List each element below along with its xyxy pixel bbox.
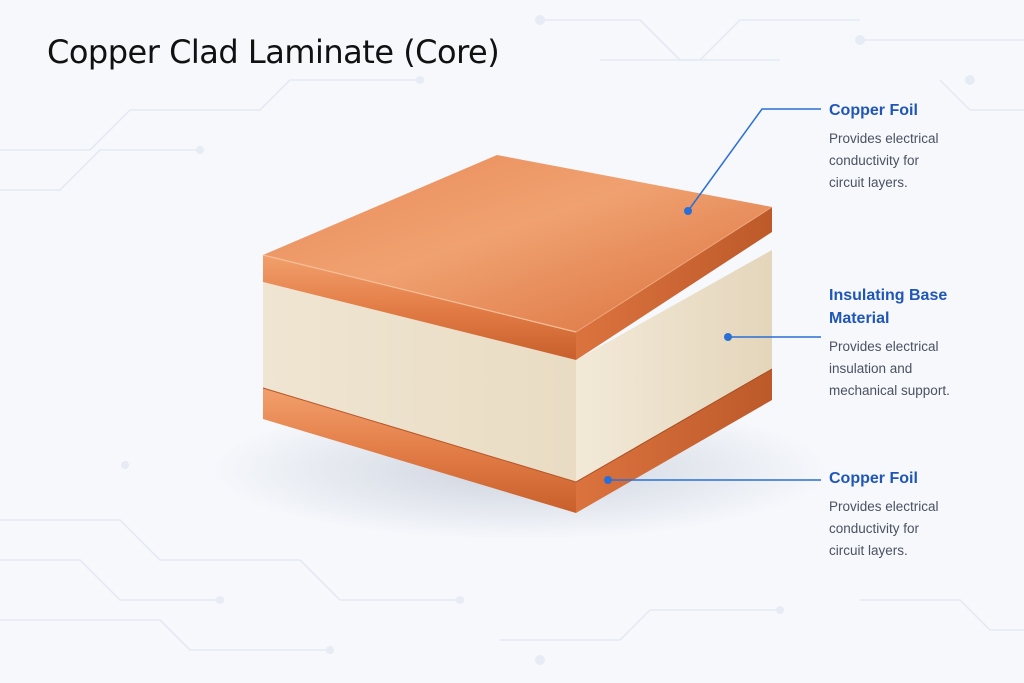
- leader-line-top: [687, 108, 821, 212]
- callout-desc-line: Provides electrical: [829, 131, 939, 146]
- callout-desc-line: Provides electrical: [829, 339, 939, 354]
- callout-desc-line: mechanical support.: [829, 383, 950, 398]
- callout-label-line: Material: [829, 310, 890, 327]
- callout-desc-line: conductivity for: [829, 521, 920, 536]
- callout-desc-line: circuit layers.: [829, 175, 908, 190]
- callout-bottom-copper-foil: Copper Foil Provides electrical conducti…: [829, 467, 1014, 562]
- bottom-copper-layer: [263, 369, 772, 513]
- marker-dot-mid: [724, 333, 732, 341]
- callout-label-line: Insulating Base: [829, 287, 948, 304]
- callout-description: Provides electrical conductivity for cir…: [829, 496, 1014, 562]
- top-copper-layer: [262, 155, 773, 360]
- callout-insulating-base: Insulating Base Material Provides electr…: [829, 284, 1014, 402]
- insulating-base-layer: [262, 250, 773, 483]
- page-title: Copper Clad Laminate (Core): [47, 33, 500, 71]
- callout-label: Insulating Base Material: [829, 284, 1014, 330]
- leader-lines: [608, 108, 821, 481]
- callout-label-text: Copper Foil: [829, 470, 918, 487]
- callout-top-copper-foil: Copper Foil Provides electrical conducti…: [829, 99, 1014, 194]
- callout-desc-line: circuit layers.: [829, 543, 908, 558]
- marker-dot-bottom: [604, 476, 612, 484]
- marker-dot-top: [684, 207, 692, 215]
- callout-desc-line: insulation and: [829, 361, 913, 376]
- callout-label: Copper Foil: [829, 467, 1014, 490]
- callout-description: Provides electrical conductivity for cir…: [829, 128, 1014, 194]
- callout-label: Copper Foil: [829, 99, 1014, 122]
- callout-description: Provides electrical insulation and mecha…: [829, 336, 1014, 402]
- callout-desc-line: Provides electrical: [829, 499, 939, 514]
- callout-label-text: Copper Foil: [829, 102, 918, 119]
- callout-desc-line: conductivity for: [829, 153, 920, 168]
